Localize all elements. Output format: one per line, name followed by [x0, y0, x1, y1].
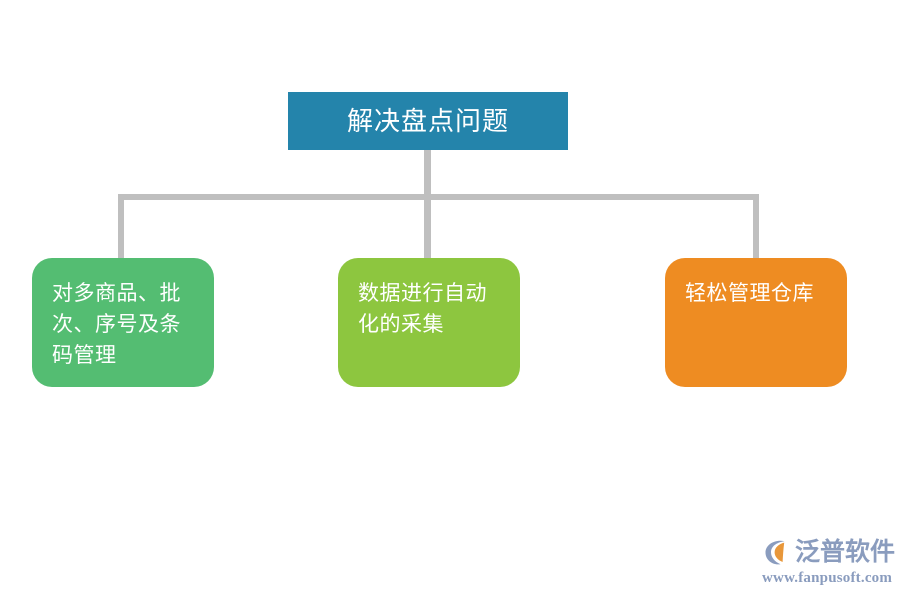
watermark-logo: 泛普软件 www.fanpusoft.com [762, 536, 896, 588]
node-root-label: 解决盘点问题 [346, 105, 509, 136]
node-child-2[interactable]: 数据进行自动化的采集 [338, 258, 520, 387]
node-child-3[interactable]: 轻松管理仓库 [665, 258, 847, 387]
node-child-2-label: 数据进行自动化的采集 [358, 282, 487, 336]
connector-drop-child-2 [424, 194, 431, 260]
fanpu-logo-mark-icon [762, 537, 792, 567]
node-child-1-label: 对多商品、批次、序号及条码管理 [52, 282, 181, 367]
connector-drop-child-1 [118, 194, 124, 260]
node-child-3-label: 轻松管理仓库 [685, 282, 814, 305]
logo-brand-text: 泛普软件 [795, 538, 896, 566]
connector-root-stem [424, 150, 431, 200]
connector-drop-child-3 [753, 194, 759, 260]
logo-row: 泛普软件 [762, 536, 896, 568]
connector-horizontal-bus [118, 194, 759, 200]
logo-url-text: www.fanpusoft.com [762, 570, 893, 586]
node-root[interactable]: 解决盘点问题 [288, 92, 568, 150]
node-child-1[interactable]: 对多商品、批次、序号及条码管理 [32, 258, 214, 387]
